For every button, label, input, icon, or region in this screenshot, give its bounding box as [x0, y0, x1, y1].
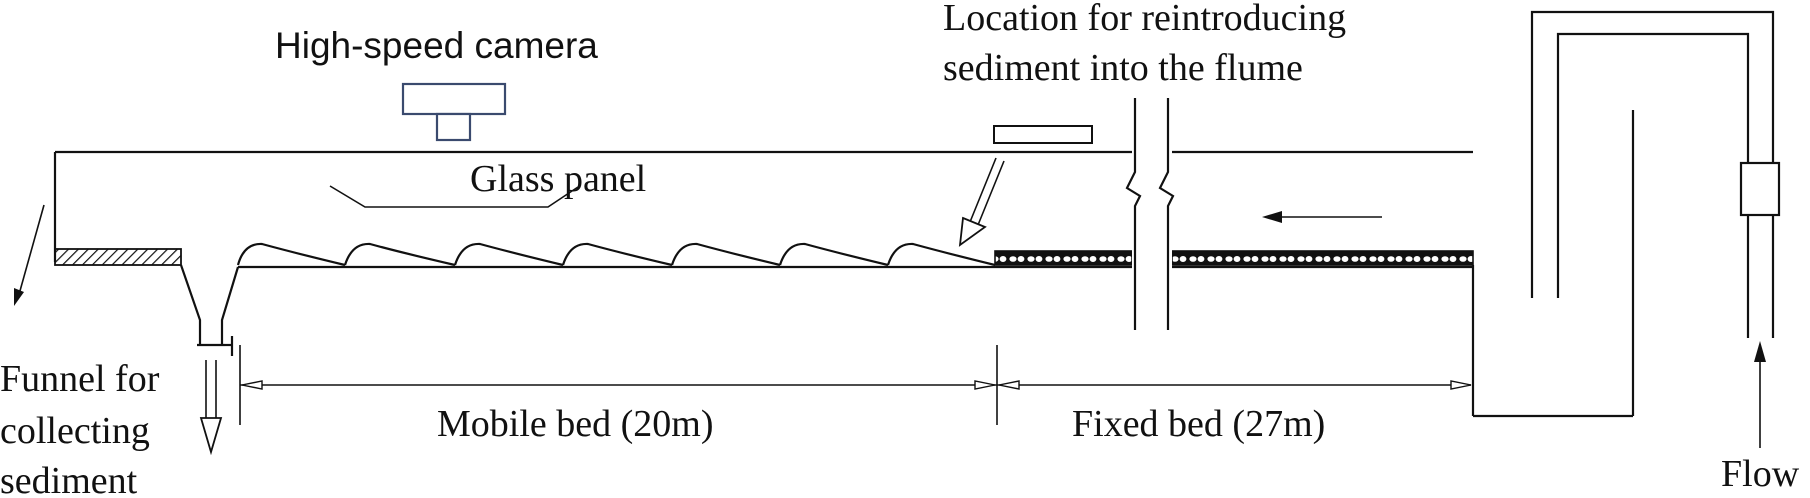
flow-meter: [1739, 161, 1781, 217]
flow-direction-arrow: [1262, 211, 1382, 223]
inflow-arrow: [1754, 341, 1766, 448]
fixed-bed-label: Fixed bed (27m): [1072, 403, 1325, 445]
glass-panel-leader: [329, 185, 579, 208]
camera-label: High-speed camera: [275, 25, 598, 66]
sediment-funnel: [179, 264, 240, 456]
mobile-bed-label: Mobile bed (20m): [437, 403, 714, 445]
camera-lens: [435, 112, 472, 142]
reintroduce-label-line2: sediment into the flume: [943, 47, 1303, 89]
funnel-label-line2: collecting: [0, 410, 150, 452]
flume-break-symbol: [1125, 96, 1175, 332]
fixed-bed-gravel-right: [1171, 250, 1474, 266]
mobile-bed-dunes: [236, 242, 996, 267]
pipe-inner: [1556, 32, 1750, 338]
funnel-label-line3: sediment: [0, 460, 138, 498]
high-speed-camera: [401, 82, 507, 142]
sediment-hopper: [993, 125, 1093, 144]
inlet-pipe: [1471, 10, 1781, 418]
pipe-outer: [1530, 10, 1775, 338]
fixed-bed-dimension: [997, 380, 1472, 390]
flume-walls: [53, 150, 1473, 269]
funnel-label-line1: Funnel for: [0, 358, 160, 400]
outlet-platform: [54, 248, 182, 266]
outlet-arrow: [14, 204, 45, 306]
flow-label: Flow: [1721, 453, 1800, 495]
reintroduce-label-line1: Location for reintroducing: [943, 0, 1346, 39]
camera-body: [401, 82, 507, 116]
funnel-down-arrow: [199, 360, 223, 456]
reintroduce-arrow: [958, 157, 1005, 247]
fixed-bed-gravel-left: [994, 250, 1133, 266]
glass-panel-label: Glass panel: [470, 158, 646, 200]
